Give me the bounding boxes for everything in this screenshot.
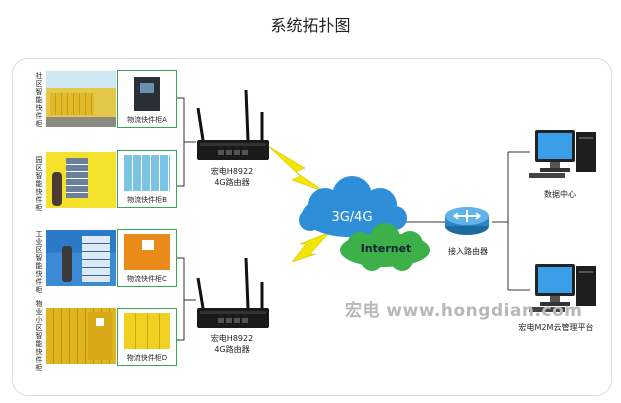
- m2m-platform-label: 宏电M2M云管理平台: [518, 323, 594, 332]
- router-1-label: 宏电H8922 4G路由器: [196, 166, 268, 188]
- locker-label-b: 物流快件柜B: [127, 196, 167, 204]
- internet-label: Internet: [361, 242, 412, 255]
- access-router-icon: [445, 207, 489, 235]
- site-photo-community: [46, 71, 116, 127]
- locker-label-d: 物流快件柜D: [126, 354, 168, 362]
- cloud-internet: [340, 223, 430, 271]
- site-label-community: 社区智能快件柜: [35, 72, 43, 128]
- site-label-park: 园区智能快件柜: [35, 156, 43, 212]
- router-1-name: 宏电H8922: [210, 167, 254, 176]
- locker-card-d: 物流快件柜D: [117, 308, 177, 366]
- site-label-industrial: 工业区智能快件柜: [35, 230, 43, 294]
- locker-card-a: 物流快件柜A: [117, 70, 177, 128]
- wireless-link-1: [267, 145, 326, 193]
- site-photo-industrial: [46, 230, 116, 286]
- data-center-label: 数据中心: [544, 190, 576, 199]
- locker-card-c: 物流快件柜C: [117, 229, 177, 287]
- router-2-type: 4G路由器: [214, 345, 250, 354]
- mobile-network-label: 3G/4G: [331, 210, 372, 225]
- site-label-property: 物业小区智能快件柜: [35, 300, 43, 372]
- m2m-platform-computer-icon: [529, 264, 596, 312]
- cloud-3g4g: [299, 176, 407, 237]
- router-h8922-2-icon: [196, 257, 269, 328]
- locker-label-c: 物流快件柜C: [127, 275, 167, 283]
- router-1-type: 4G路由器: [214, 178, 250, 187]
- router-2-name: 宏电H8922: [210, 334, 254, 343]
- router-h8922-1-icon: [196, 89, 269, 160]
- site-photo-property: [46, 308, 116, 364]
- site-photo-park: [46, 152, 116, 208]
- page-title: 系统拓扑图: [270, 16, 351, 35]
- access-router-label: 接入路由器: [448, 247, 488, 256]
- locker-label-a: 物流快件柜A: [127, 116, 167, 124]
- data-center-computer-icon: [529, 130, 596, 178]
- watermark: 宏电 www.hongdian.com: [345, 301, 583, 321]
- wireless-link-2: [291, 231, 331, 263]
- locker-card-b: 物流快件柜B: [117, 150, 177, 208]
- router-2-label: 宏电H8922 4G路由器: [196, 333, 268, 355]
